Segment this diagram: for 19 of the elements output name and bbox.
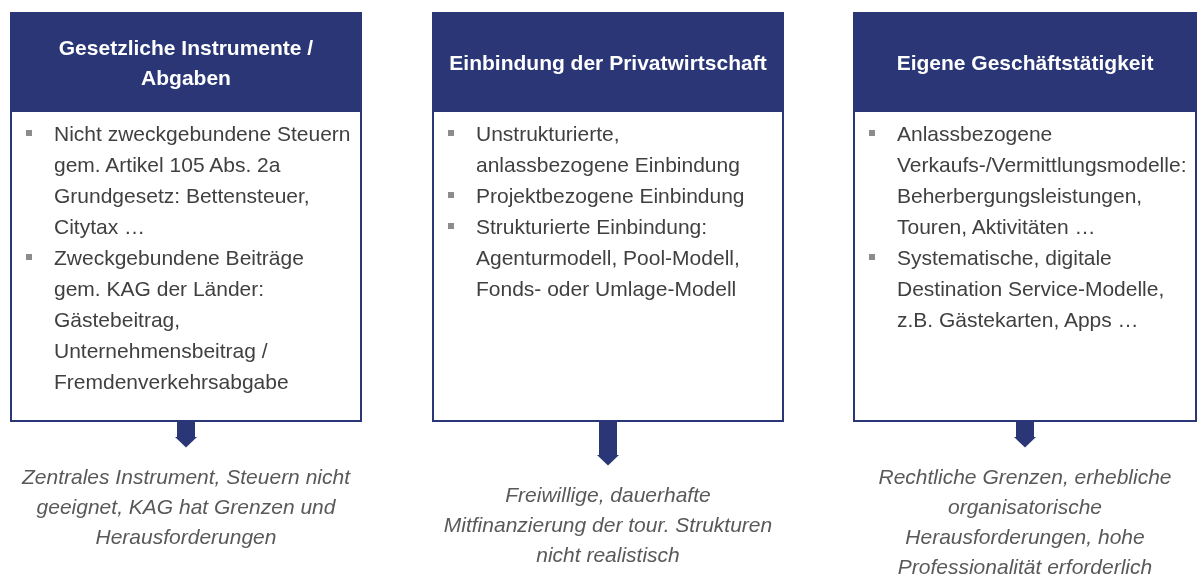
arrow [175, 422, 197, 448]
bullet-item: Systematische, digitale Destination Service-Modelle, z.B. Gästekarten, Apps … [867, 242, 1187, 335]
card-heading: Einbindung der Privatwirtschaft [434, 14, 782, 112]
conclusion-text: Zentrales Instrument, Steuern nicht geeignet, KAG hat Grenzen und Herausforderungen [10, 462, 362, 552]
arrow [597, 422, 619, 466]
bullet-item: Nicht zweckgebundene Steuern gem. Artikel 105 Abs. 2a Grundgesetz: Bettensteuer, Citytax … [24, 118, 352, 242]
bullet-item: Zweckgebundene Beiträge gem. KAG der Länder: Gästebeitrag, Unternehmensbeitrag / Fremdenverkehrsabgabe [24, 242, 352, 397]
category-card [10, 12, 362, 422]
bullet-item: Anlassbezogene Verkaufs-/Vermittlungsmodelle: Beherbergungsleistungen, Touren, Aktivitäten … [867, 118, 1187, 242]
conclusion-text: Rechtliche Grenzen, erhebliche organisatorische Herausforderungen, hohe Professionalität erforderlich [853, 462, 1197, 582]
bullet-item: Projektbezogene Einbindung [446, 180, 774, 211]
arrow [1014, 422, 1036, 448]
category-card [432, 12, 784, 422]
card-heading: Eigene Geschäftstätigkeit [855, 14, 1195, 112]
bullet-item: Strukturierte Einbindung: Agenturmodell, Pool-Modell, Fonds- oder Umlage-Modell [446, 211, 774, 304]
conclusion-text: Freiwillige, dauerhafte Mitfinanzierung der tour. Strukturen nicht realistisch [432, 480, 784, 570]
card-heading: Gesetzliche Instrumente / Abgaben [12, 14, 360, 112]
category-card [853, 12, 1197, 422]
bullet-item: Unstrukturierte, anlassbezogene Einbindung [446, 118, 774, 180]
